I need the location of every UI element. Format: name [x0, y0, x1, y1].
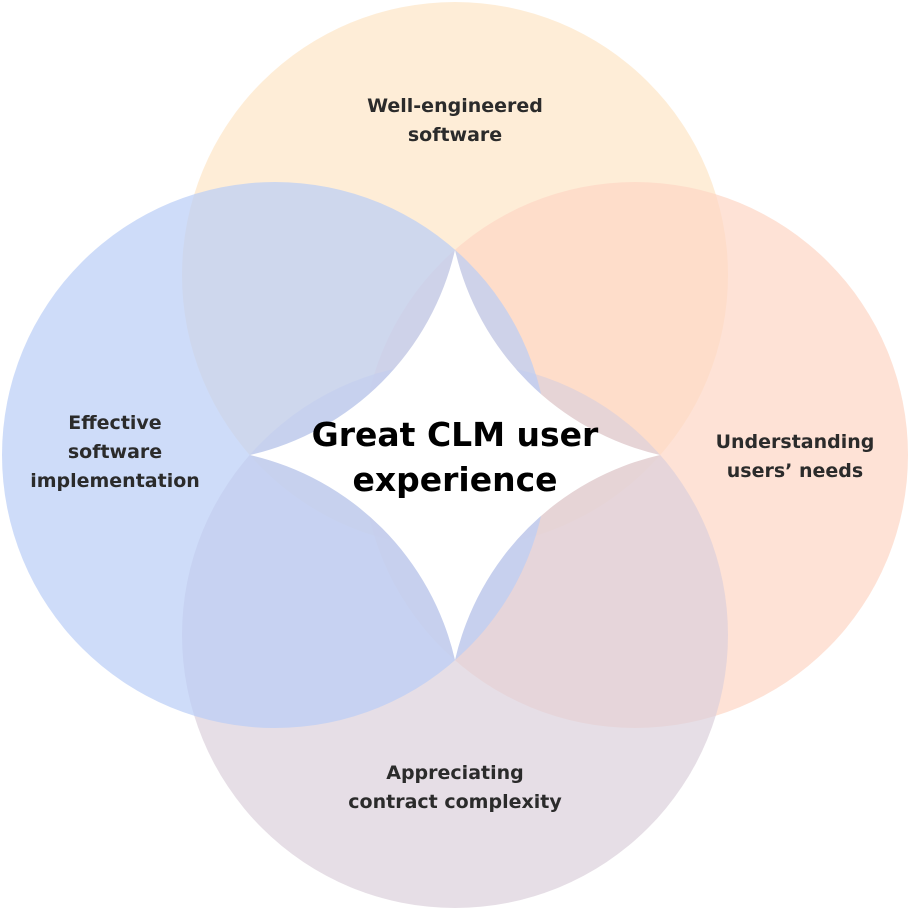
- center-shape: [250, 250, 660, 660]
- label-top-line-2: software: [408, 124, 502, 146]
- label-right-line-1: Understanding: [716, 431, 875, 453]
- center-label-line-1: Great CLM user: [312, 415, 599, 454]
- label-right: Understanding users’ needs: [716, 431, 875, 482]
- label-bottom: Appreciating contract complexity: [348, 762, 562, 813]
- label-bottom-line-1: Appreciating: [386, 762, 523, 784]
- label-bottom-line-2: contract complexity: [348, 791, 562, 813]
- center-label: Great CLM user experience: [312, 415, 599, 499]
- label-left-line-2: software: [68, 441, 162, 463]
- center-label-line-2: experience: [352, 460, 557, 499]
- label-top-line-1: Well-engineered: [367, 95, 543, 117]
- label-right-line-2: users’ needs: [727, 460, 863, 482]
- label-left: Effective software implementation: [30, 412, 200, 492]
- label-left-line-3: implementation: [30, 470, 200, 492]
- label-top: Well-engineered software: [367, 95, 543, 146]
- label-left-line-1: Effective: [68, 412, 161, 434]
